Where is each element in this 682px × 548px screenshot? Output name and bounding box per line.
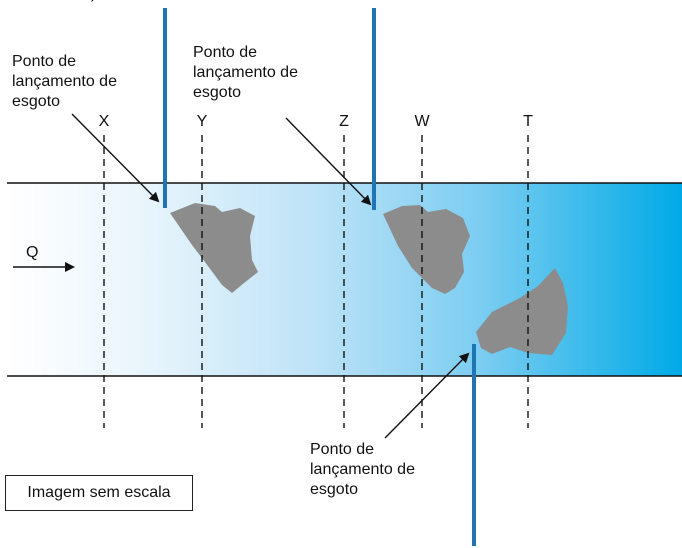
pointer-arrow-2 <box>285 117 372 206</box>
sewage-plume-1 <box>170 203 258 293</box>
scale-note: Imagem sem escala <box>5 475 193 511</box>
flow-label: Q <box>26 244 38 261</box>
discharge-label-3: Ponto de lançamento de esgoto <box>310 441 419 498</box>
discharge-label-1: Ponto de lançamento de esgoto <box>12 53 121 110</box>
pointer-arrow-3 <box>384 352 470 439</box>
top-left-fragment: a) <box>82 0 96 2</box>
pointer-arrow-1 <box>71 113 160 203</box>
section-label-y: Y <box>197 113 208 130</box>
section-label-z: Z <box>339 113 349 130</box>
sewage-plume-2 <box>383 205 470 294</box>
discharge-label-2: Ponto de lançamento de esgoto <box>193 44 302 101</box>
sewage-plume-3 <box>476 268 568 355</box>
section-label-w: W <box>414 113 430 130</box>
section-label-t: T <box>523 113 533 130</box>
section-label-x: X <box>99 113 110 130</box>
